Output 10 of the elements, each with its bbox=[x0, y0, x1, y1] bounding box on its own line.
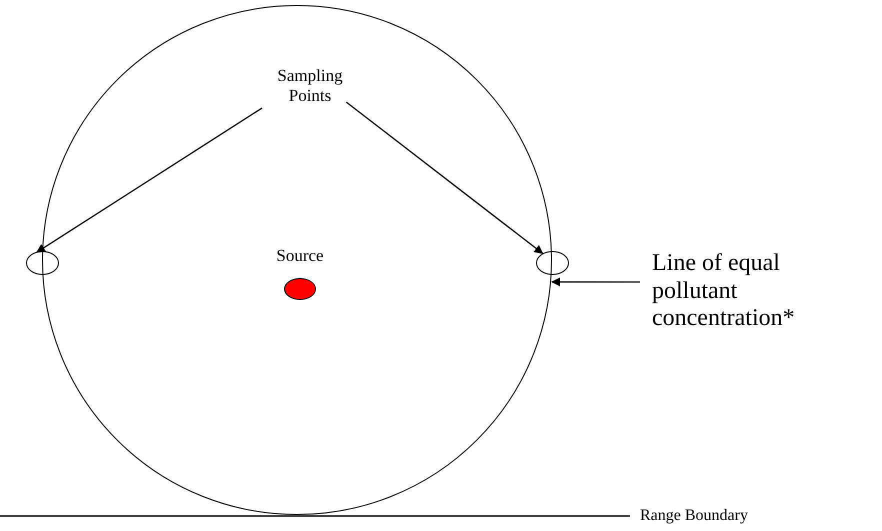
source-label: Source bbox=[275, 246, 325, 266]
circle-outline bbox=[42, 5, 552, 515]
boundary-label: Range Boundary bbox=[640, 507, 748, 525]
callout-label: Sampling Points bbox=[255, 66, 365, 110]
sampling-point-ellipse bbox=[26, 251, 59, 275]
arrow bbox=[36, 107, 262, 253]
arrow bbox=[551, 277, 640, 286]
callout-label: Line of equal pollutant concentration* bbox=[640, 250, 842, 336]
arrow bbox=[346, 102, 544, 254]
sampling-point-ellipse bbox=[536, 251, 569, 275]
